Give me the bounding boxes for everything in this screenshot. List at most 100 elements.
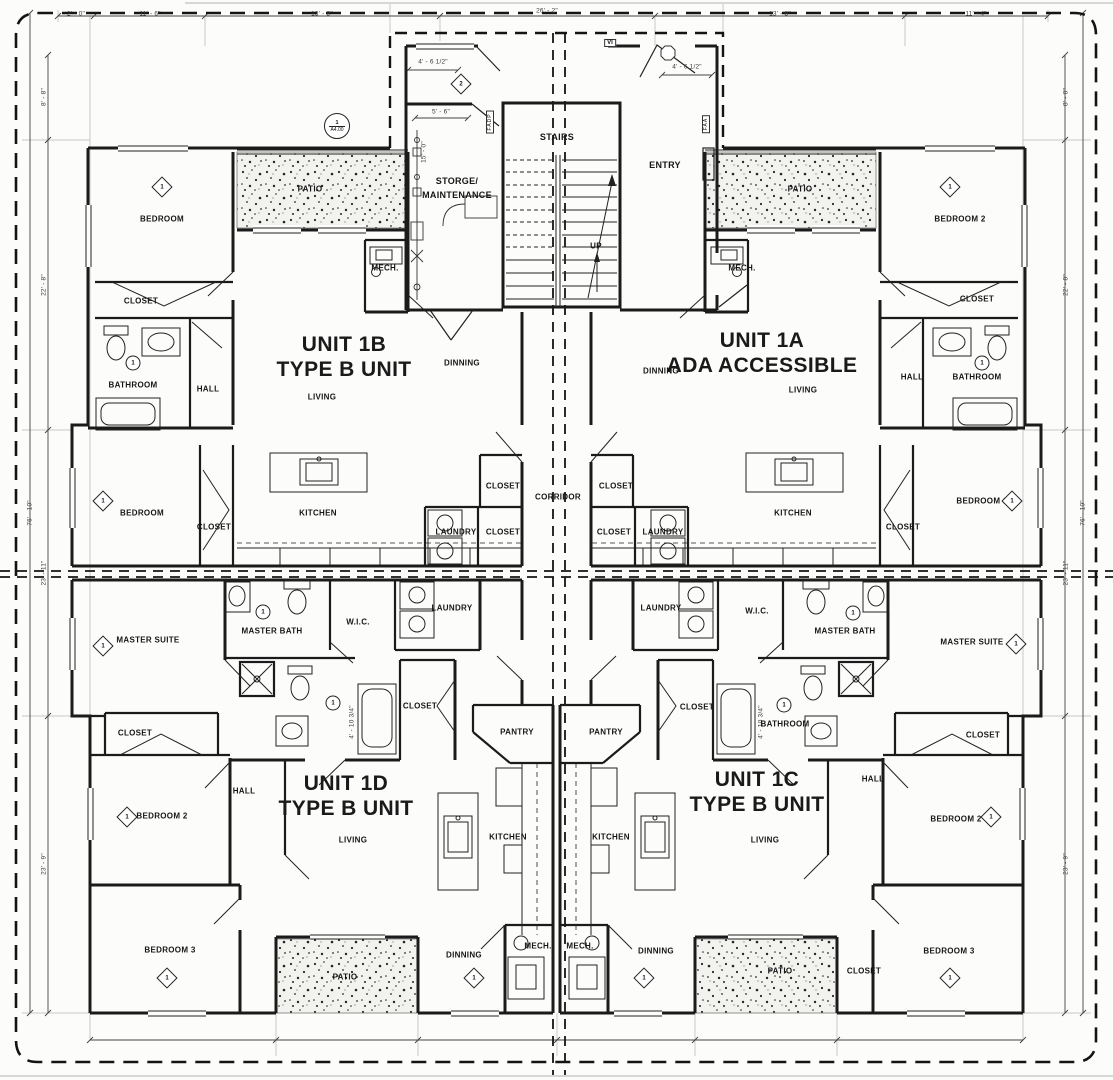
room-label-dinning-1a: DINNING — [643, 366, 679, 376]
room-label-dinning-1c: DINNING — [638, 946, 674, 956]
property-line — [14, 11, 1098, 1064]
room-label-closet2-1a: CLOSET — [885, 522, 921, 532]
room-label-storage-2: MAINTENANCE — [422, 190, 492, 200]
dim-left-4: 23' - 9" — [40, 853, 48, 875]
keynote-circle: 1 — [776, 697, 792, 713]
room-label-wic-1c: W.I.C. — [745, 606, 769, 616]
room-label-closet4-1b: CLOSET — [485, 481, 521, 491]
room-label-kitchen-1d: KITCHEN — [489, 832, 527, 842]
room-label-laundry-1a: LAUNDRY — [642, 527, 684, 537]
room-label-patio-1b: PATIO — [297, 184, 323, 194]
dim-left-3: 23' - 11" — [40, 560, 48, 586]
room-label-bathroom-1a: BATHROOM — [952, 372, 1002, 382]
room-label-wic-1d: W.I.C. — [346, 617, 370, 627]
unit-1c-title: UNIT 1C — [714, 768, 800, 791]
unit-1a-subtitle: ADA ACCESSIBLE — [666, 354, 858, 377]
room-label-bedroom3-1c: BEDROOM 3 — [923, 946, 975, 956]
room-label-kitchen-1b: KITCHEN — [299, 508, 337, 518]
room-label-laundry-1c: LAUNDRY — [640, 603, 682, 613]
keynote-circle: 1 — [255, 604, 271, 620]
room-label-bedroom2-1d: BEDROOM 2 — [136, 811, 188, 821]
room-label-hall-1b: HALL — [196, 384, 220, 394]
faa-tag: FAA — [702, 114, 710, 134]
room-label-living-1c: LIVING — [750, 835, 780, 845]
unit-1b-title: UNIT 1B — [301, 333, 387, 356]
dim-top-0: 2' - 0" — [67, 10, 85, 18]
room-label-laundry-1b: LAUNDRY — [435, 527, 477, 537]
room-label-mech-1d: MECH. — [524, 941, 552, 951]
dim-storage-door: 5' - 6" — [432, 108, 450, 116]
unit-1d-walls — [67, 0, 872, 1018]
room-label-patio-1c: PATIO — [767, 966, 793, 976]
room-label-closet3-1a: CLOSET — [596, 527, 632, 537]
room-label-mech-1a: MECH. — [728, 263, 756, 273]
dim-storage-depth: 15' - 0" — [420, 141, 428, 163]
room-label-closet2-1d: CLOSET — [117, 728, 153, 738]
dim-left-2: 76' - 10" — [26, 500, 34, 526]
room-label-bedroom2-1b: BEDROOM — [120, 508, 164, 518]
dim-top-2: 13' - 8" — [311, 10, 333, 18]
room-label-corridor: CORRIDOR — [535, 492, 581, 502]
room-label-closet2-1c: CLOSET — [965, 730, 1001, 740]
dimension-lines — [26, 9, 1087, 1044]
room-label-patio-1d: PATIO — [332, 972, 358, 982]
room-label-patio-1a: PATIO — [787, 184, 813, 194]
room-label-closet-1b: CLOSET — [123, 296, 159, 306]
room-label-bedroom1-1a: BEDROOM 1 — [956, 496, 1008, 506]
room-label-kitchen-1c: KITCHEN — [592, 832, 630, 842]
keynote-circle: 1 — [974, 355, 990, 371]
room-label-closet-1c: CLOSET — [679, 702, 715, 712]
room-label-closet-1a: CLOSET — [959, 294, 995, 304]
dim-right-2: 76' - 10" — [1079, 500, 1087, 526]
unit-1b-walls — [67, 143, 524, 568]
room-label-bathroom-1c: BATHROOM — [760, 719, 810, 729]
room-label-hall-1d: HALL — [232, 786, 256, 796]
room-label-pantry-1c: PANTRY — [589, 727, 623, 737]
room-label-stairs: STAIRS — [539, 132, 575, 142]
room-label-dinning-1b: DINNING — [444, 358, 480, 368]
room-label-hall-1c: HALL — [861, 774, 885, 784]
dim-right-4: 23' - 9" — [1062, 853, 1070, 875]
octagon-tag — [660, 45, 676, 61]
dim-top-1: 11' - 6" — [139, 10, 161, 18]
room-label-master-suite-1d: MASTER SUITE — [116, 635, 180, 645]
dim-bath-width-1d: 4' - 10 3/4" — [348, 705, 356, 739]
section-sheet: A4.00 — [330, 126, 344, 133]
room-label-mech-1b: MECH. — [371, 263, 399, 273]
room-label-closet4-1a: CLOSET — [598, 481, 634, 491]
keynote-circle: 1 — [325, 695, 341, 711]
dim-left-1: 22' - 8" — [40, 274, 48, 296]
unit-1d-title: UNIT 1D — [303, 772, 389, 795]
dim-top-3: 26' - 2" — [536, 7, 558, 15]
room-label-bedroom-1b: BEDROOM — [140, 214, 184, 224]
room-label-laundry-1d: LAUNDRY — [431, 603, 473, 613]
room-label-living-1d: LIVING — [338, 835, 368, 845]
unit-1a-title: UNIT 1A — [719, 329, 805, 352]
unit-1c-subtitle: TYPE B UNIT — [689, 793, 825, 816]
window-type-tag: VI — [604, 39, 616, 47]
fadp-tag: FADP — [486, 110, 494, 134]
dim-right-3: 23' - 11" — [1062, 560, 1070, 586]
room-label-closet2-1b: CLOSET — [196, 522, 232, 532]
room-label-storage-1: STORGE/ — [435, 176, 479, 186]
dim-right-0: 8' - 8" — [1062, 88, 1070, 106]
unit-1d-subtitle: TYPE B UNIT — [278, 797, 414, 820]
keynote-circle: 1 — [125, 355, 141, 371]
room-label-living-1b: LIVING — [307, 392, 337, 402]
room-label-bathroom-1b: BATHROOM — [108, 380, 158, 390]
dim-stair-left: 4' - 6 1/2" — [418, 58, 448, 66]
room-label-dinning-1d: DINNING — [446, 950, 482, 960]
keynote-circle: 1 — [845, 605, 861, 621]
room-label-mech-1c: MECH. — [566, 941, 594, 951]
room-label-up: UP — [590, 241, 602, 251]
room-label-entry: ENTRY — [649, 160, 681, 170]
section-number: 1 — [329, 120, 345, 127]
dim-stair-right: 4' - 6 1/2" — [672, 63, 702, 71]
room-label-closet-1d: CLOSET — [402, 701, 438, 711]
room-label-master-suite-1c: MASTER SUITE — [940, 637, 1004, 647]
room-label-closet3-1c: CLOSET — [846, 966, 882, 976]
room-label-master-bath-1c: MASTER BATH — [814, 626, 876, 636]
room-label-bedroom2-1a: BEDROOM 2 — [934, 214, 986, 224]
